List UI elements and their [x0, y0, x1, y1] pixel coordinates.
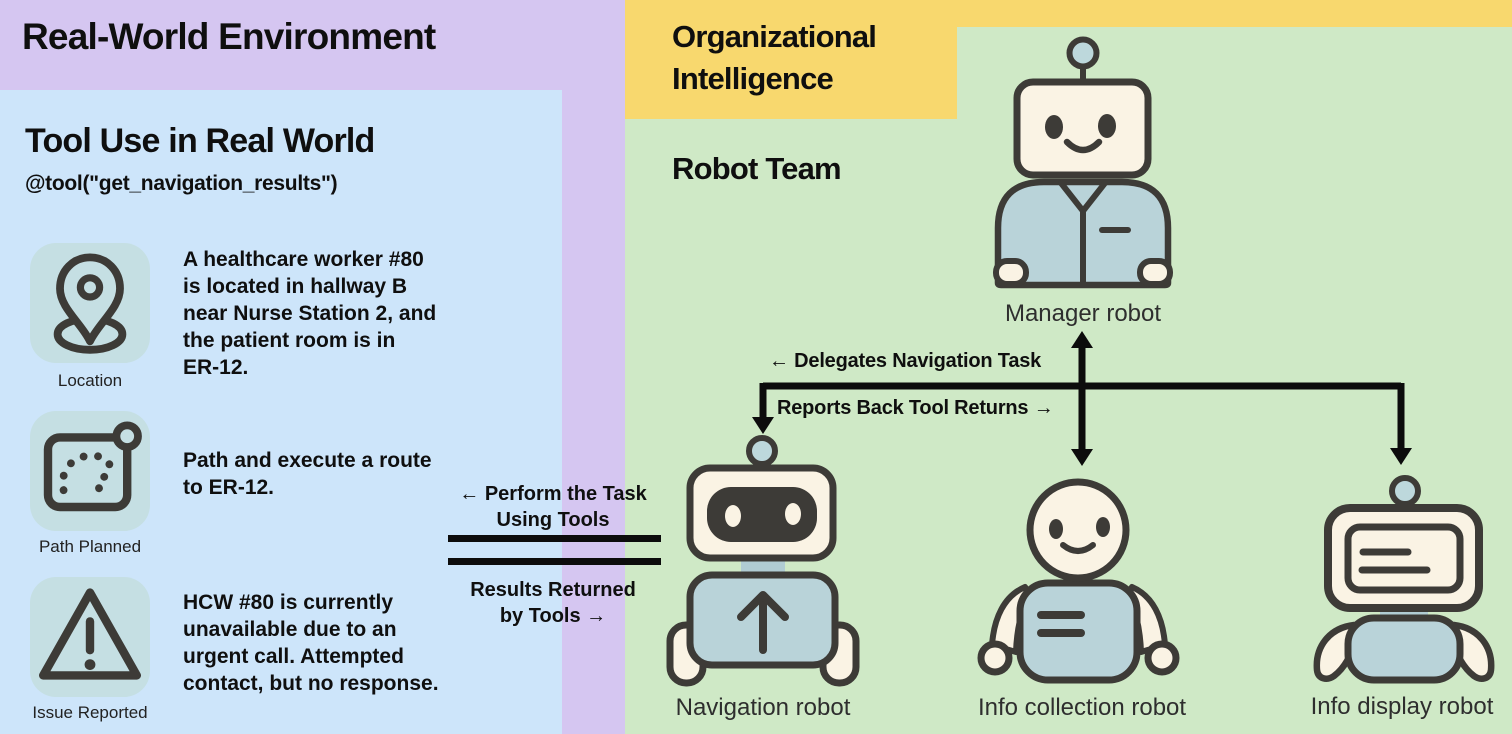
exchange-divider-bottom: [448, 558, 661, 565]
path-planned-label: Path Planned: [38, 537, 142, 556]
navigation-robot-label: Navigation robot: [675, 694, 851, 721]
manager-robot-label: Manager robot: [1004, 300, 1162, 327]
warning-triangle-icon: [30, 577, 150, 697]
tool-use-heading: Tool Use in Real World: [25, 122, 375, 160]
organizational-intelligence-title: Organizational Intelligence: [672, 19, 877, 96]
delegation-arrows: [752, 331, 1412, 466]
robot-team-heading: Robot Team: [672, 151, 842, 186]
issue-reported-text: HCW #80 is currently unavailable due to …: [183, 591, 439, 695]
perform-task-label: ← Perform the Task Using Tools: [459, 483, 647, 531]
organizational-intelligence-header-box: [625, 0, 957, 119]
manager-robot-icon: [982, 30, 1184, 290]
info-collection-robot-label: Info collection robot: [977, 694, 1187, 721]
issue-reported-card: [30, 577, 150, 697]
location-card: [30, 243, 150, 363]
location-pin-icon: [30, 243, 150, 363]
issue-reported-label: Issue Reported: [32, 703, 148, 722]
delegates-task-label: ← Delegates Navigation Task: [769, 350, 1042, 372]
info-display-robot-label: Info display robot: [1310, 693, 1494, 720]
location-label: Location: [57, 371, 123, 390]
real-world-environment-title: Real-World Environment: [22, 16, 436, 57]
path-planned-text: Path and execute a route to ER-12.: [183, 449, 432, 499]
route-map-icon: [30, 411, 150, 531]
exchange-divider-top: [448, 535, 661, 542]
tool-annotation: @tool("get_navigation_results"): [25, 172, 338, 195]
reports-back-label: Reports Back Tool Returns →: [777, 397, 1054, 419]
path-planned-card: [30, 411, 150, 531]
results-returned-label: Results Returned by Tools →: [470, 579, 636, 627]
navigation-robot-icon: [663, 435, 863, 695]
info-display-robot-icon: [1302, 475, 1507, 690]
info-collection-robot-icon: [977, 475, 1187, 690]
location-text: A healthcare worker #80 is located in ha…: [183, 248, 437, 379]
